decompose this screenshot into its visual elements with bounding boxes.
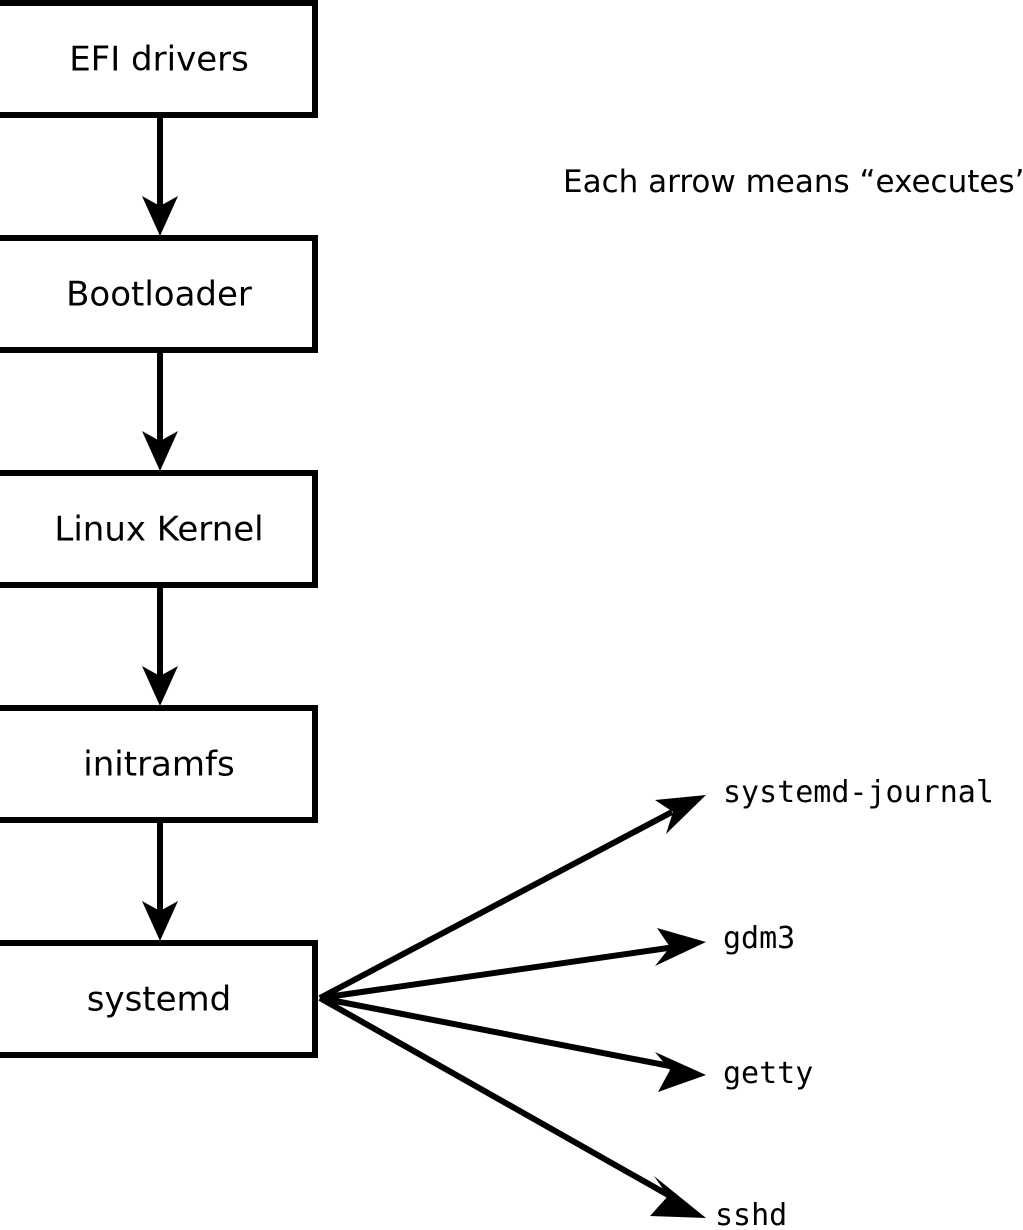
arrow-systemd-to-getty [319, 995, 706, 1092]
node-label-initramfs: initramfs [83, 745, 234, 785]
node-label-bootloader: Bootloader [66, 275, 252, 315]
arrow-systemd-to-systemd-journal [318, 795, 706, 1001]
node-box-initramfs [0, 705, 318, 823]
node-label-linux-kernel: Linux Kernel [54, 510, 263, 550]
arrow-efi-to-bootloader [142, 118, 178, 236]
node-linux-kernel[interactable]: Linux Kernel [0, 470, 318, 588]
child-label-getty: getty [723, 1056, 813, 1091]
node-box-efi-drivers [0, 0, 318, 118]
node-efi-drivers[interactable]: EFI drivers [0, 0, 318, 118]
node-box-bootloader [0, 235, 318, 353]
arrow-systemd-to-gdm3 [319, 928, 706, 1001]
node-box-systemd [0, 940, 318, 1058]
node-initramfs[interactable]: initramfs [0, 705, 318, 823]
node-box-linux-kernel [0, 470, 318, 588]
node-systemd[interactable]: systemd [0, 940, 318, 1058]
arrow-kernel-to-initramfs [142, 588, 178, 706]
child-label-sshd: sshd [715, 1198, 787, 1230]
arrow-initramfs-to-systemd [142, 823, 178, 941]
node-bootloader[interactable]: Bootloader [0, 235, 318, 353]
node-label-systemd: systemd [87, 980, 232, 1020]
child-label-gdm3: gdm3 [723, 921, 795, 956]
child-label-systemd-journal: systemd-journal [723, 775, 994, 810]
arrow-systemd-to-sshd [318, 995, 706, 1218]
arrow-bootloader-to-kernel [142, 353, 178, 471]
diagram-caption: Each arrow means “executes”. [563, 164, 1023, 200]
node-label-efi-drivers: EFI drivers [69, 40, 249, 80]
